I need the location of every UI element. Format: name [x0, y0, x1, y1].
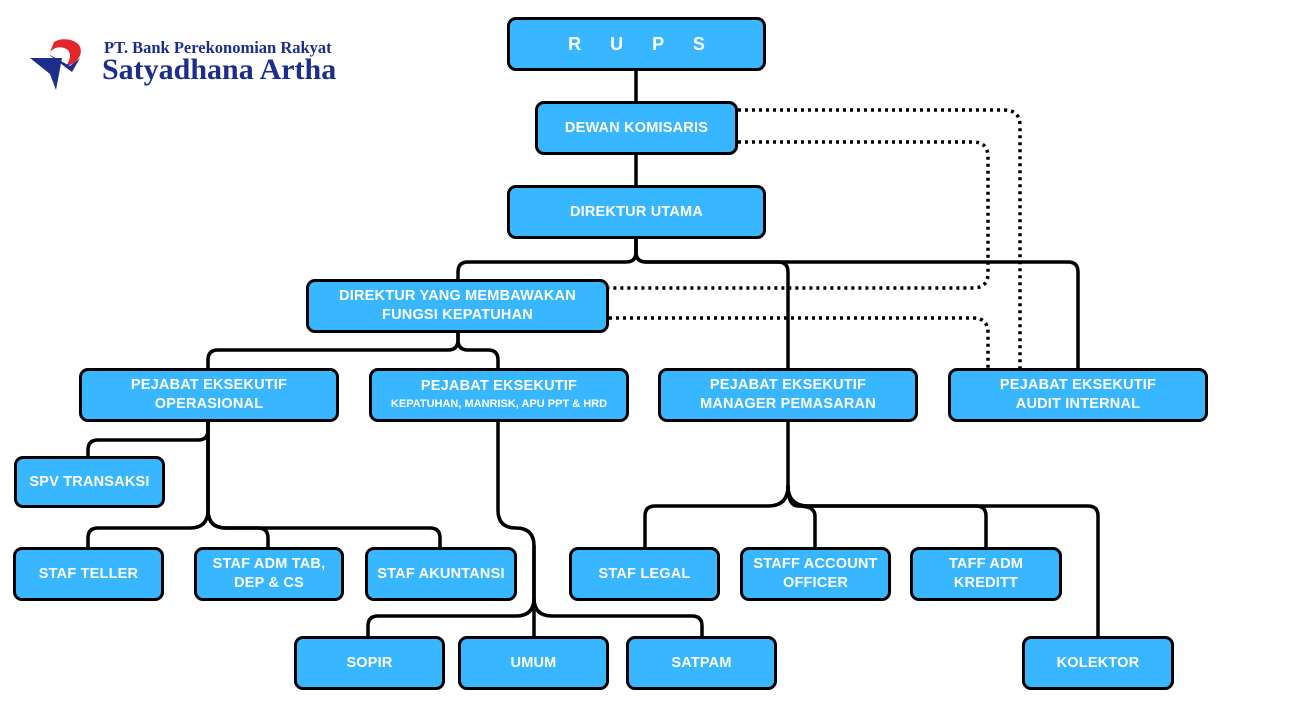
node-taff-adm-kreditt-line1: TAFF ADM	[948, 556, 1024, 572]
node-pe-pemasaran: PEJABAT EKSEKUTIF MANAGER PEMASARAN	[658, 368, 918, 422]
node-dewan-komisaris-label: DEWAN KOMISARIS	[564, 119, 709, 136]
node-pe-operasional-line1: PEJABAT EKSEKUTIF	[130, 377, 288, 393]
bank-logo-mark-icon	[30, 39, 81, 90]
node-staf-legal-label: STAF LEGAL	[598, 565, 691, 582]
node-staf-adm-tab-line2: DEP & CS	[234, 575, 304, 591]
connector-op-akuntansi	[206, 418, 442, 550]
connector-pem-legal	[643, 418, 790, 550]
dotted-kepatuhan-audit	[609, 316, 990, 370]
node-umum: UMUM	[458, 636, 609, 690]
node-direktur-utama-label: DIREKTUR UTAMA	[569, 203, 704, 220]
connector-dirut-audit	[634, 236, 1080, 372]
node-sopir-label: SOPIR	[346, 654, 393, 671]
node-sopir: SOPIR	[294, 636, 445, 690]
node-taff-adm-kreditt-line2: KREDITT	[953, 575, 1019, 591]
connector-dirut-kepatuhan	[456, 236, 638, 282]
node-direktur-kepatuhan-line1: DIREKTUR YANG MEMBAWAKAN	[339, 288, 576, 304]
node-dewan-komisaris: DEWAN KOMISARIS	[535, 101, 738, 155]
node-spv-transaksi: SPV TRANSAKSI	[14, 456, 165, 508]
node-pe-kepatuhan-line2: KEPATUHAN, MANRISK, APU PPT & HRD	[390, 398, 608, 410]
connector-op-spv	[86, 418, 210, 460]
node-taff-adm-kreditt: TAFF ADM KREDITT	[910, 547, 1062, 601]
node-kolektor: KOLEKTOR	[1022, 636, 1174, 690]
node-staff-account-officer-line2: OFFICER	[782, 575, 849, 591]
node-staff-account-officer: STAFF ACCOUNT OFFICER	[740, 547, 891, 601]
logo-company-name: Satyadhana Artha	[102, 53, 337, 86]
connector-kep-pekepatuhan	[456, 329, 500, 372]
connector-pem-adm	[786, 484, 988, 550]
node-pe-operasional-line2: OPERASIONAL	[154, 396, 264, 412]
node-pe-kepatuhan-line1: PEJABAT EKSEKUTIF	[420, 378, 578, 394]
node-staf-teller-label: STAF TELLER	[38, 565, 139, 582]
connector-kep-operasional	[206, 329, 460, 372]
node-pe-audit-line1: PEJABAT EKSEKUTIF	[999, 377, 1157, 393]
node-rups-label: R U P S	[568, 33, 717, 54]
node-rups: R U P S	[507, 17, 766, 71]
node-pe-audit-line2: AUDIT INTERNAL	[1015, 396, 1141, 412]
node-staff-account-officer-line1: STAFF ACCOUNT	[753, 556, 878, 572]
node-pe-kepatuhan: PEJABAT EKSEKUTIF KEPATUHAN, MANRISK, AP…	[369, 368, 629, 422]
connector-dirut-pemasaran	[634, 236, 790, 372]
node-pe-operasional: PEJABAT EKSEKUTIF OPERASIONAL	[79, 368, 339, 422]
node-spv-transaksi-label: SPV TRANSAKSI	[29, 473, 150, 490]
node-pe-pemasaran-line1: PEJABAT EKSEKUTIF	[709, 377, 867, 393]
dotted-dewan-kepatuhan	[609, 140, 990, 290]
node-staf-adm-tab-line1: STAF ADM TAB,	[212, 556, 326, 572]
connector-pem-ao	[786, 484, 817, 550]
connector-pem-kolektor	[786, 484, 1100, 639]
connector-op-teller	[86, 418, 210, 550]
node-direktur-kepatuhan-line2: FUNGSI KEPATUHAN	[382, 307, 533, 323]
node-staf-adm-tab: STAF ADM TAB, DEP & CS	[194, 547, 344, 601]
node-umum-label: UMUM	[510, 654, 557, 671]
connector-pek-satpam	[532, 596, 704, 639]
node-satpam: SATPAM	[626, 636, 777, 690]
node-pe-pemasaran-line2: MANAGER PEMASARAN	[700, 396, 876, 412]
dotted-dewan-audit-outer	[738, 108, 1022, 370]
node-staf-akuntansi: STAF AKUNTANSI	[365, 547, 517, 601]
node-staf-legal: STAF LEGAL	[569, 547, 720, 601]
node-staf-teller: STAF TELLER	[13, 547, 164, 601]
node-staf-akuntansi-label: STAF AKUNTANSI	[377, 565, 505, 582]
company-logo: PT. Bank Perekonomian Rakyat Satyadhana …	[28, 36, 388, 92]
node-satpam-label: SATPAM	[671, 654, 732, 671]
node-direktur-utama: DIREKTUR UTAMA	[507, 185, 766, 239]
logo-company-type: PT. Bank Perekonomian Rakyat	[104, 38, 332, 57]
node-pe-audit: PEJABAT EKSEKUTIF AUDIT INTERNAL	[948, 368, 1208, 422]
node-direktur-kepatuhan: DIREKTUR YANG MEMBAWAKAN FUNGSI KEPATUHA…	[306, 279, 609, 333]
node-kolektor-label: KOLEKTOR	[1056, 654, 1140, 671]
